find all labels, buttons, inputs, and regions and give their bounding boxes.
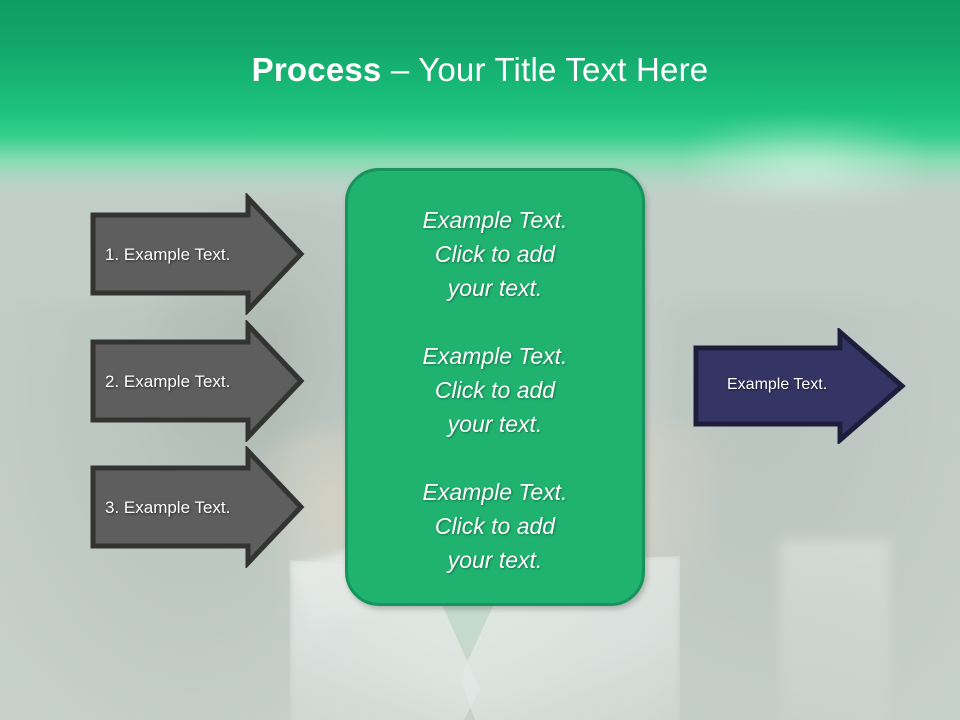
page-title-rest: – Your Title Text Here — [381, 51, 709, 88]
page-title: Process – Your Title Text Here — [0, 48, 960, 92]
arrow-right-icon — [693, 328, 906, 444]
center-panel-body: Example Text. Click to add your text. Ex… — [348, 203, 642, 577]
arrow-right-icon — [90, 446, 305, 568]
center-panel-block-1: Example Text. Click to add your text. — [422, 207, 568, 301]
process-input-arrow-1[interactable] — [88, 193, 306, 315]
arrow-right-icon — [90, 320, 305, 442]
header-glow — [690, 120, 920, 200]
arrow-right-icon — [90, 193, 305, 315]
center-panel-block-3: Example Text. Click to add your text. — [422, 479, 568, 573]
process-input-arrow-2[interactable] — [88, 320, 306, 442]
center-panel-block-2: Example Text. Click to add your text. — [422, 343, 568, 437]
page-title-bold: Process — [251, 51, 382, 88]
center-process-panel[interactable]: Example Text. Click to add your text. Ex… — [345, 168, 645, 606]
process-output-arrow[interactable] — [692, 328, 906, 444]
process-input-arrow-3[interactable] — [88, 446, 306, 568]
